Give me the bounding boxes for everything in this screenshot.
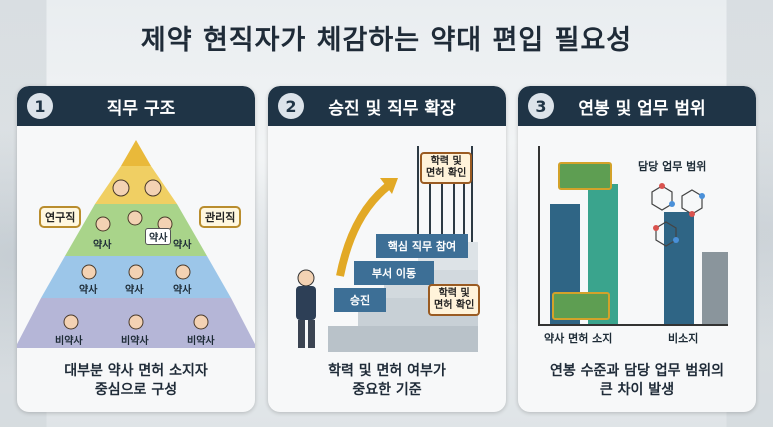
step-number-badge: 2 xyxy=(278,93,304,119)
panel-caption: 학력 및 면허 여부가 중요한 기준 xyxy=(268,362,506,400)
sign-top: 학력 및 면허 확인 xyxy=(420,152,473,184)
panel-job-structure: 1 직무 구조 연구직 관리직 약사 약사 약사 약사 약사 약사 비약사 비약… xyxy=(17,86,255,412)
caption-line: 중심으로 구성 xyxy=(94,382,178,398)
money-stack-icon xyxy=(552,292,610,320)
money-stack-icon xyxy=(558,162,612,190)
caption-line: 연봉 수준과 담당 업무 범위의 xyxy=(549,363,725,379)
bar-unlicensed-salary xyxy=(664,212,694,324)
bar-unlicensed-scope xyxy=(702,252,728,324)
panel-caption: 대부분 약사 면허 소지자 중심으로 구성 xyxy=(17,362,255,400)
level-label: 비약사 xyxy=(55,336,83,347)
tag-management: 관리직 xyxy=(199,206,242,228)
level-label: 약사 xyxy=(173,285,192,296)
level-label: 약사 xyxy=(145,228,172,245)
step-number-badge: 1 xyxy=(27,93,53,119)
panel-promotion: 2 승진 및 직무 확장 승진 부서 이동 핵심 직무 참여 학력 및 면허 확… xyxy=(268,86,506,412)
legend-label: 담당 업무 범위 xyxy=(638,160,707,173)
level-label: 약사 xyxy=(79,285,98,296)
sign-line: 면허 확인 xyxy=(434,300,475,311)
molecule-icon xyxy=(651,183,705,247)
panel-title: 연봉 및 업무 범위 xyxy=(578,98,706,119)
sign-line: 학력 및 xyxy=(430,156,462,167)
panel-salary: 3 연봉 및 업무 범위 담당 업무 범위 약사 면허 소지 비소지 연봉 수준… xyxy=(518,86,756,412)
level-label: 약사 xyxy=(93,240,112,251)
panel-header: 2 승진 및 직무 확장 xyxy=(268,86,506,126)
x-label-unlicensed: 비소지 xyxy=(668,332,699,345)
level-label: 비약사 xyxy=(121,336,149,347)
stair-step: 핵심 직무 참여 xyxy=(376,234,468,258)
panel-header: 3 연봉 및 업무 범위 xyxy=(518,86,756,126)
level-label: 약사 xyxy=(173,240,192,251)
caption-line: 중요한 기준 xyxy=(352,382,422,398)
step-number-badge: 3 xyxy=(528,93,554,119)
y-axis xyxy=(538,146,540,324)
panel-header: 1 직무 구조 xyxy=(17,86,255,126)
stair-step: 부서 이동 xyxy=(354,261,434,285)
caption-line: 대부분 약사 면허 소지자 xyxy=(64,363,208,379)
x-axis xyxy=(538,324,728,326)
stair-step: 승진 xyxy=(334,288,386,312)
caption-line: 학력 및 면허 여부가 xyxy=(328,363,446,379)
panel-caption: 연봉 수준과 담당 업무 범위의 큰 차이 발생 xyxy=(518,362,756,400)
tag-research: 연구직 xyxy=(39,206,82,228)
caption-line: 큰 차이 발생 xyxy=(599,382,675,398)
panel-title: 승진 및 직무 확장 xyxy=(328,98,456,119)
panel-title: 직무 구조 xyxy=(106,98,176,119)
sign-line: 학력 및 xyxy=(438,288,470,299)
x-label-licensed: 약사 면허 소지 xyxy=(544,332,613,345)
pyramid-illustration xyxy=(17,140,255,348)
level-label: 비약사 xyxy=(187,336,215,347)
page-title: 제약 현직자가 체감하는 약대 편입 필요성 xyxy=(140,25,633,56)
sign-line: 면허 확인 xyxy=(426,168,467,179)
level-label: 약사 xyxy=(125,285,144,296)
sign-bottom: 학력 및 면허 확인 xyxy=(428,284,481,316)
